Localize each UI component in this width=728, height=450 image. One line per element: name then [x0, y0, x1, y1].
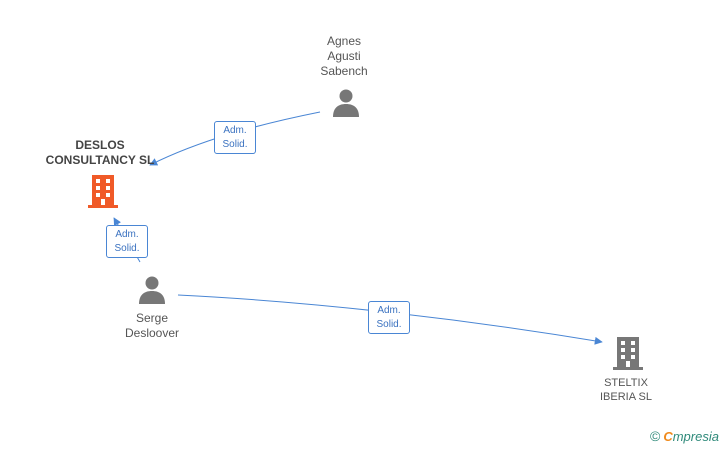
- brand-logo-text: mpresia: [672, 429, 719, 444]
- node-label-line: DESLOS: [75, 138, 125, 152]
- node-label-line: Desloover: [124, 326, 180, 340]
- building-icon[interactable]: [612, 336, 644, 370]
- edge-label-line: Adm.: [377, 305, 401, 316]
- edge-label-line: Solid.: [376, 319, 402, 330]
- brand-watermark: ©Cmpresia: [650, 428, 719, 444]
- node-label-serge[interactable]: Serge Desloover: [112, 311, 192, 341]
- person-icon[interactable]: [331, 88, 361, 118]
- node-label-line: Sabench: [320, 64, 368, 78]
- edge-label-agnes-deslos[interactable]: Adm. Solid.: [214, 121, 256, 154]
- node-label-line: IBERIA SL: [600, 391, 652, 403]
- node-label-line: Serge: [135, 311, 169, 325]
- node-label-deslos[interactable]: DESLOS CONSULTANCY SL: [40, 138, 160, 168]
- edge-label-serge-deslos[interactable]: Adm. Solid.: [106, 225, 148, 258]
- edge-label-line: Solid.: [114, 243, 140, 254]
- node-label-line: CONSULTANCY SL: [45, 153, 155, 167]
- building-icon[interactable]: [87, 174, 119, 208]
- edge-label-line: Adm.: [223, 125, 247, 136]
- person-icon[interactable]: [137, 275, 167, 305]
- node-label-line: STELTIX: [604, 377, 648, 389]
- edge-label-line: Adm.: [115, 229, 139, 240]
- node-label-steltix[interactable]: STELTIX IBERIA SL: [588, 376, 664, 404]
- copyright-icon: ©: [650, 428, 661, 444]
- edge-label-serge-steltix[interactable]: Adm. Solid.: [368, 301, 410, 334]
- node-label-line: Agusti: [327, 49, 361, 63]
- edge-label-line: Solid.: [222, 139, 248, 150]
- node-label-agnes[interactable]: Agnes Agusti Sabench: [312, 34, 376, 79]
- node-label-line: Agnes: [326, 34, 362, 48]
- brand-logo-letter: C: [663, 429, 673, 444]
